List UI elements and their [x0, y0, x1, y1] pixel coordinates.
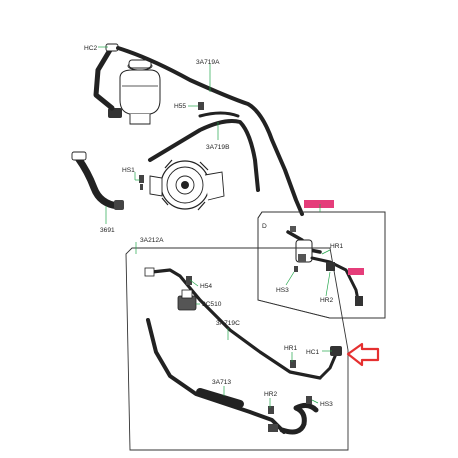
highlight-tag-top — [304, 200, 334, 208]
label-hs1: HS1 — [122, 167, 135, 174]
label-3a719c: 3A719C — [216, 320, 240, 327]
view-d-panel — [257, 211, 386, 319]
label-3a719b: 3A719B — [206, 144, 230, 151]
label-h54: H54 — [200, 283, 212, 290]
label-3a713: 3A713 — [212, 379, 231, 386]
fitting-hr2 — [268, 406, 274, 414]
arrow-left-icon — [346, 342, 380, 367]
pipe-3a719a — [116, 46, 304, 216]
label-hs3-inset: HS3 — [276, 287, 289, 294]
fitting-h54 — [186, 276, 192, 285]
label-hc2: HC2 — [84, 45, 98, 52]
label-3691: 3691 — [100, 227, 115, 234]
suction-hose-3691 — [71, 151, 124, 210]
inset-fittings — [286, 226, 363, 306]
label-hc1: HC1 — [306, 349, 320, 356]
steering-pump — [149, 159, 225, 211]
pipe-3a719b — [148, 111, 260, 192]
fitting-hs1 — [139, 175, 144, 190]
label-hs3-lower: HS3 — [320, 401, 333, 408]
fitting-hc1 — [330, 346, 342, 356]
pipe-3a713 — [146, 318, 319, 435]
fitting-hr1 — [290, 360, 296, 368]
callout-labels: HC2 3A719A H55 3A719B HS1 3691 3A212A H5… — [84, 45, 344, 408]
lower-panel — [125, 247, 349, 451]
pipe-3a719c — [144, 267, 338, 380]
label-hr1-inset: HR1 — [330, 243, 344, 250]
fitting-hs3 — [306, 396, 312, 404]
label-3c510: 3C510 — [202, 301, 222, 308]
label-3a212a: 3A212A — [140, 237, 164, 244]
fitting-h55 — [198, 102, 204, 110]
label-3a719a: 3A719A — [196, 59, 220, 66]
label-hr1-lower: HR1 — [284, 345, 298, 352]
label-hr2-inset: HR2 — [320, 297, 334, 304]
leader-lines — [98, 46, 332, 408]
clamp-3c510 — [177, 289, 197, 311]
label-view-d: D — [262, 223, 267, 230]
fluid-reservoir — [108, 59, 161, 125]
highlight-tag-side — [348, 268, 364, 275]
return-hose-upper — [93, 43, 119, 111]
label-h55: H55 — [174, 103, 186, 110]
label-hr2-lower: HR2 — [264, 391, 278, 398]
